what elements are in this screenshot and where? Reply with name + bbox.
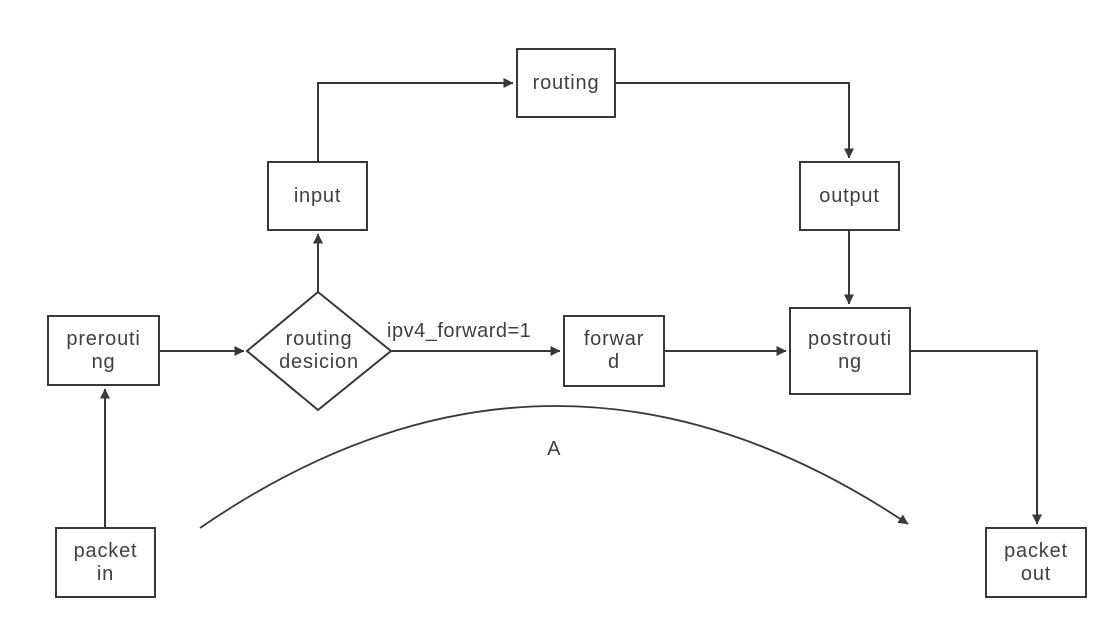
edge-routing-to-output <box>616 82 854 159</box>
edge-input-to-routing <box>317 78 514 161</box>
node-prerouting: prerouti ng <box>47 315 160 386</box>
edge-label-curve-a: A <box>547 438 561 460</box>
node-postrouting: postrouti ng <box>789 307 911 395</box>
node-routing: routing <box>516 48 616 118</box>
node-input: input <box>267 161 368 231</box>
edge-curve-bypass <box>199 405 909 529</box>
routing-decision-diamond <box>245 290 393 412</box>
node-forward: forwar d <box>563 315 665 387</box>
node-routing-decision-label: routing desicion <box>279 328 359 373</box>
node-packet-out: packet out <box>985 527 1087 598</box>
edge-label-ipv4-forward: ipv4_forward=1 <box>387 320 532 342</box>
edge-postrouting-to-packet-out <box>911 350 1042 525</box>
node-packet-in: packet in <box>55 527 156 598</box>
node-output: output <box>799 161 900 231</box>
